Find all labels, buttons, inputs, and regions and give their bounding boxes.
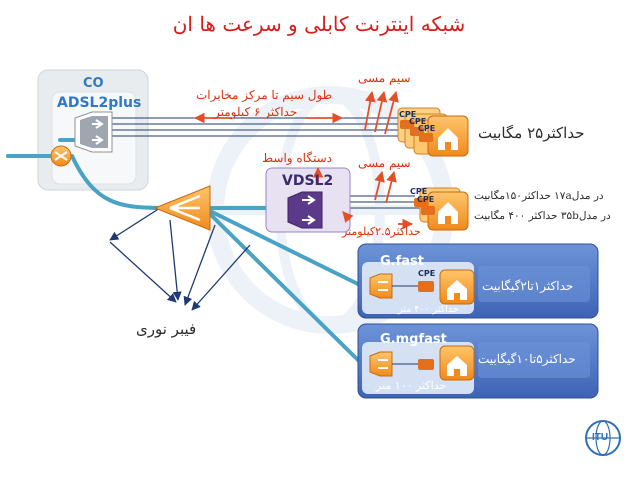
gfast-house-icon xyxy=(439,269,475,305)
gfast-modem-icon xyxy=(418,281,434,292)
vdsl-annotation-arrows xyxy=(312,166,414,230)
adsl-dslam-icon xyxy=(74,111,113,153)
fiber-optic-label: فیبر نوری xyxy=(136,320,197,338)
gfast-cpe-label: CPE xyxy=(418,269,436,278)
gmgfast-modem-icon xyxy=(418,359,434,370)
gmgfast-dp-icon xyxy=(369,351,393,377)
adsl-modem-icon xyxy=(400,120,433,142)
adsl-annotation-arrows xyxy=(193,90,399,135)
gfast-distance-label: حداکثر ۴۰۰ متر xyxy=(398,304,459,315)
gmgfast-speed-label: حداکثر۵تا۱۰گیگابیت xyxy=(478,352,576,366)
gfast-dp-icon xyxy=(369,273,393,299)
gfast-label: G.fast xyxy=(380,254,424,269)
adsl-length-label: طول سیم تا مرکز مخابرات xyxy=(196,88,333,102)
vdsl-max-distance: حداکثر۲.۵کیلومتر xyxy=(342,225,421,238)
vdsl-node-box xyxy=(265,167,351,233)
gfast-speed-label: حداکثر۱تا۲گیگابیت xyxy=(482,279,574,293)
itu-logo-icon xyxy=(585,420,621,456)
vdsl-modem-icon xyxy=(414,198,435,215)
vdsl-speed-17a: در مدل۱۷a حداکثر۱۵۰مگابیت xyxy=(474,190,604,202)
adsl-copper-lines xyxy=(112,117,430,137)
fiber-lines xyxy=(6,138,364,366)
gmgfast-distance-label: حداکثر ۱۰۰ متر xyxy=(376,379,447,392)
vdsl-intermediate-label: دستگاه واسط xyxy=(262,151,332,165)
vdsl-copper-label: سیم مسی xyxy=(358,156,411,170)
fiber-arrows xyxy=(109,207,251,311)
optical-splitter-icon xyxy=(153,185,211,231)
page-title: شبکه اینترنت کابلی و سرعت ها ان xyxy=(172,12,466,36)
adsl-copper-label: سیم مسی xyxy=(358,71,411,85)
adsl-max-distance: حداکثر ۶ کیلومتر xyxy=(214,105,298,119)
adsl-node-label: ADSL2plus xyxy=(57,95,142,111)
central-office-label: CO xyxy=(83,76,104,91)
adsl-house-icon xyxy=(397,107,469,157)
itu-logo-text: ITU xyxy=(592,432,609,443)
adsl-speed-label: حداکثر۲۵ مگابیت xyxy=(478,124,585,142)
vdsl-speed-35b: در مدل۳۵b حداکثر ۴۰۰ مگابیت xyxy=(474,210,611,222)
splitter-node-icon xyxy=(50,145,72,167)
gmgfast-house-icon xyxy=(439,345,475,381)
vdsl-node-label: VDSL2 xyxy=(282,173,334,189)
vdsl-house-icon xyxy=(419,187,469,231)
vdsl-cpe-label-2: CPE xyxy=(417,195,435,204)
vdsl-cpe-label-1: CPE xyxy=(410,187,428,196)
adsl-cpe-label-1: CPE xyxy=(399,110,417,119)
gmgfast-label: G.mgfast xyxy=(380,332,447,347)
adsl-cpe-label-3: CPE xyxy=(418,124,436,133)
adsl-cpe-label-2: CPE xyxy=(409,117,427,126)
